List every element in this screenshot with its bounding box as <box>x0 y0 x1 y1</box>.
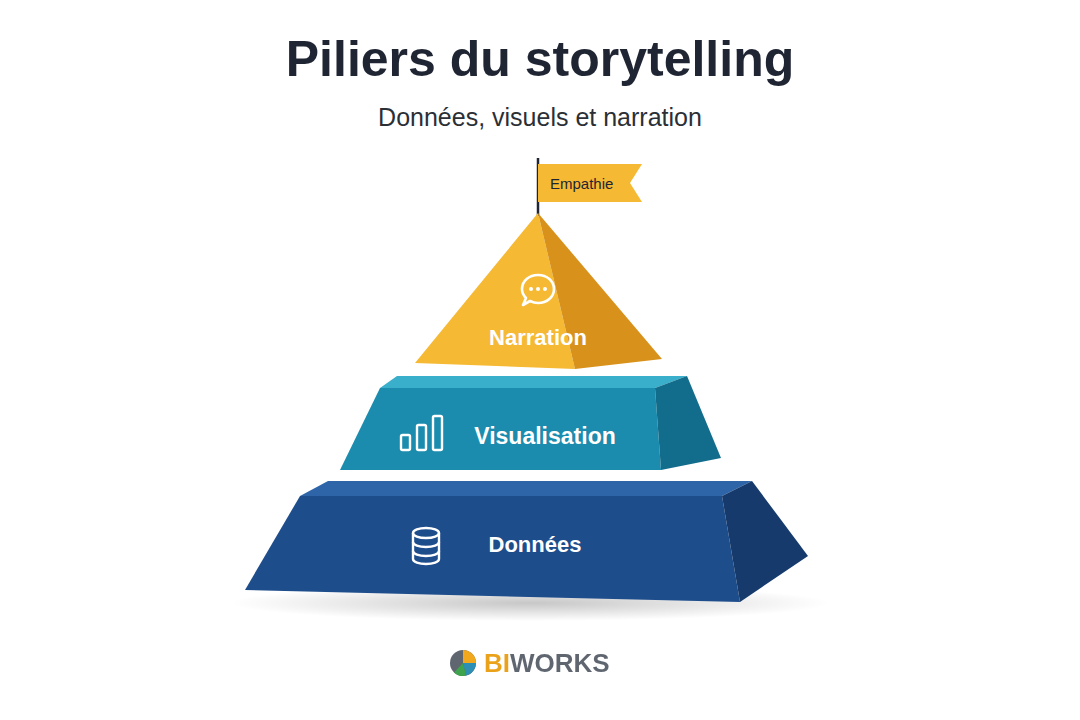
tier-label: Visualisation <box>474 423 615 450</box>
tier-icon <box>518 271 558 315</box>
tier-icon <box>410 526 442 570</box>
tier-face <box>380 376 687 388</box>
diagram-title: Piliers du storytelling <box>0 30 1080 88</box>
logo-mark <box>450 650 476 676</box>
tier-label: Données <box>489 532 582 558</box>
flag-banner: Empathie <box>538 164 642 202</box>
pyramid-tier-bottom: Données <box>240 472 820 612</box>
tier-face <box>722 481 808 602</box>
flag-body <box>538 164 642 202</box>
diagram-subtitle: Données, visuels et narration <box>0 103 1080 132</box>
logo-text: BIWORKS <box>484 648 610 679</box>
tier-face <box>245 496 740 602</box>
tier-face <box>300 481 752 496</box>
tier-label: Narration <box>489 325 587 351</box>
flag-label: Empathie <box>550 175 613 192</box>
tier-face <box>655 376 721 470</box>
tier-face <box>340 388 661 470</box>
pyramid-tier-top: Narration <box>410 205 700 375</box>
pyramid-tier-middle: Visualisation <box>335 368 735 483</box>
tier-icon <box>398 413 446 457</box>
